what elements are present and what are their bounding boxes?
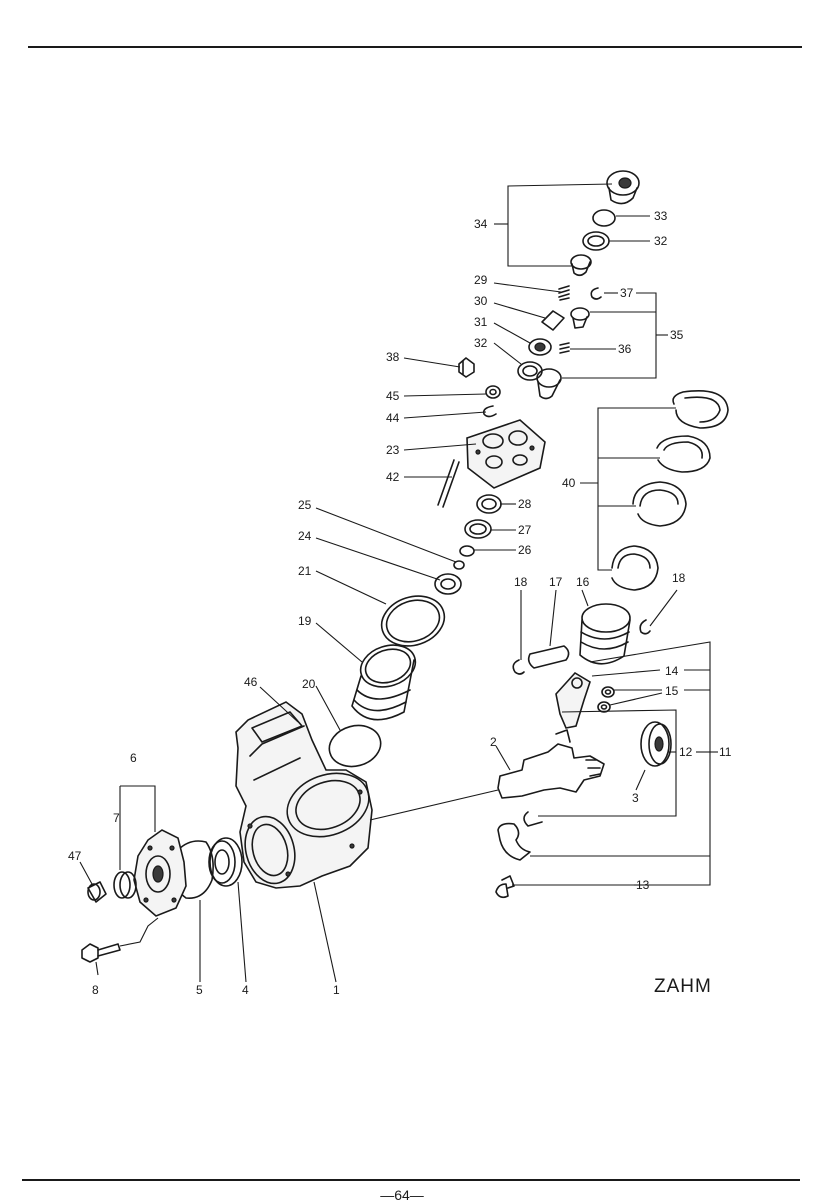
callout-17: 17 <box>549 575 563 589</box>
callout-45: 45 <box>386 389 400 403</box>
callout-16: 16 <box>576 575 590 589</box>
callout-33: 33 <box>654 209 668 223</box>
callout-29: 29 <box>474 273 488 287</box>
spring-36 <box>559 342 570 354</box>
callout-6: 6 <box>130 751 137 765</box>
clip-37 <box>590 287 602 300</box>
bolt-8 <box>81 943 121 963</box>
crankshaft-2 <box>497 729 605 799</box>
callout-42: 42 <box>386 470 400 484</box>
washer-32-lower <box>517 361 543 381</box>
piston-pin-17 <box>527 645 570 669</box>
spring-29 <box>558 285 570 301</box>
valve-plate-24 <box>434 573 462 595</box>
ring-28 <box>476 494 502 514</box>
callout-26: 26 <box>518 543 532 557</box>
callout-11: 11 <box>719 745 732 759</box>
ring-26 <box>459 545 475 557</box>
nut-45 <box>485 385 501 399</box>
callout-15: 15 <box>665 684 679 698</box>
bearing-15a <box>601 686 615 698</box>
piston-16 <box>579 603 631 665</box>
callout-46: 46 <box>244 675 258 689</box>
callout-34: 34 <box>474 217 488 231</box>
callout-32-top: 32 <box>654 234 668 248</box>
callout-25: 25 <box>298 498 312 512</box>
callout-3: 3 <box>632 791 639 805</box>
callout-4: 4 <box>242 983 249 997</box>
callout-1: 1 <box>333 983 340 997</box>
callout-28: 28 <box>518 497 532 511</box>
end-cover-6 <box>133 829 187 917</box>
callout-23: 23 <box>386 443 400 457</box>
piston-ring-1 <box>672 390 729 429</box>
callout-31: 31 <box>474 315 488 329</box>
callout-40: 40 <box>562 476 576 490</box>
washer-44 <box>482 405 497 418</box>
oil-seal-7 <box>113 871 137 899</box>
callout-27: 27 <box>518 523 532 537</box>
clip-18-left <box>512 659 525 675</box>
rod-cap <box>497 822 531 861</box>
callout-47: 47 <box>68 849 82 863</box>
gasket-21 <box>380 595 446 647</box>
cap-47 <box>87 881 107 903</box>
callout-14: 14 <box>665 664 679 678</box>
valve-body-part <box>570 254 592 277</box>
valve-plate-30 <box>541 310 565 331</box>
piston-ring-2 <box>656 435 711 473</box>
callout-labels: 34 33 32 29 30 31 32 37 35 36 38 45 44 2… <box>68 209 732 997</box>
piston-ring-3 <box>632 481 687 527</box>
callout-20: 20 <box>302 677 316 691</box>
connecting-rod-14 <box>555 671 591 729</box>
callout-24: 24 <box>298 529 312 543</box>
cylinder-head-23 <box>466 419 546 489</box>
callout-8: 8 <box>92 983 99 997</box>
callout-13: 13 <box>636 878 650 892</box>
bearing-4 <box>208 837 243 887</box>
leader-lines <box>79 183 718 983</box>
valve-seat-31 <box>528 338 552 356</box>
callout-21: 21 <box>298 564 312 578</box>
valve-stem-35 <box>570 307 590 329</box>
crankcase-1 <box>235 701 373 889</box>
clip-18-right <box>639 619 651 635</box>
o-ring-33 <box>592 209 616 227</box>
fitting-38 <box>458 357 475 378</box>
callout-18-right: 18 <box>672 571 686 585</box>
piston-ring-4 <box>611 545 659 591</box>
ring-27 <box>464 519 492 539</box>
callout-35: 35 <box>670 328 684 342</box>
ring-25 <box>453 560 465 570</box>
valve-cap-part <box>606 170 640 205</box>
callout-19: 19 <box>298 614 312 628</box>
callout-38: 38 <box>386 350 400 364</box>
callout-37: 37 <box>620 286 634 300</box>
callout-44: 44 <box>386 411 400 425</box>
gasket-20 <box>328 724 382 768</box>
callout-2: 2 <box>490 735 497 749</box>
rod-bolt-13 <box>495 875 515 899</box>
page-number: —64— <box>380 1187 424 1200</box>
bearing-15b <box>597 701 611 713</box>
cylinder-sleeve-19 <box>351 644 417 721</box>
stud-42 <box>437 459 460 508</box>
valve-body-35b <box>536 368 562 400</box>
washer-32-top <box>582 231 610 251</box>
callout-30: 30 <box>474 294 488 308</box>
callout-32-lower: 32 <box>474 336 488 350</box>
bearing-cap-half <box>523 811 543 827</box>
main-bearing-3 <box>640 721 672 767</box>
callout-7: 7 <box>113 811 120 825</box>
callout-36: 36 <box>618 342 632 356</box>
callout-12: 12 <box>679 745 693 759</box>
brand-mark: ZAHM <box>654 976 712 997</box>
callout-18-left: 18 <box>514 575 528 589</box>
callout-5: 5 <box>196 983 203 997</box>
